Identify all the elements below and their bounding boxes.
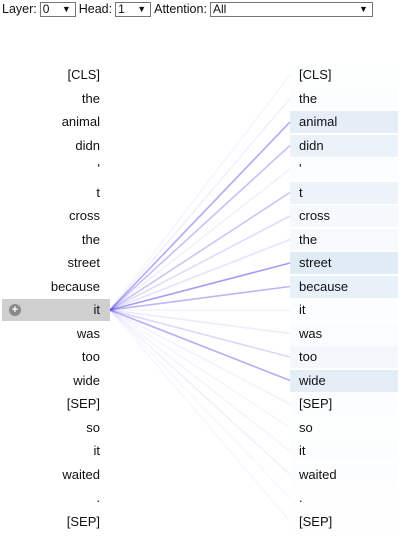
- left-token[interactable]: wide: [73, 372, 100, 388]
- left-token[interactable]: street: [67, 255, 100, 270]
- left-token[interactable]: too: [81, 349, 100, 364]
- left-token[interactable]: t: [96, 184, 100, 200]
- left-token[interactable]: [SEP]: [66, 513, 100, 529]
- head-select[interactable]: 1 ▼: [115, 1, 152, 17]
- left-token[interactable]: it: [93, 443, 101, 458]
- right-token[interactable]: was: [290, 323, 398, 345]
- right-token[interactable]: didn: [290, 134, 398, 157]
- right-token[interactable]: street: [290, 252, 398, 274]
- right-token[interactable]: it: [299, 443, 306, 458]
- expand-icon[interactable]: +: [9, 304, 21, 316]
- layer-select-value: 0: [42, 2, 50, 16]
- attention-line: [109, 238, 291, 311]
- attention-select-value: All: [212, 2, 227, 16]
- left-token[interactable]: [SEP]: [66, 396, 100, 411]
- right-token[interactable]: too: [290, 346, 398, 368]
- right-token[interactable]: [CLS]: [299, 67, 332, 82]
- left-token[interactable]: cross: [68, 208, 100, 223]
- left-token[interactable]: was: [76, 325, 100, 341]
- right-token[interactable]: so: [299, 419, 313, 435]
- right-token[interactable]: [SEP]: [299, 396, 333, 411]
- left-token[interactable]: waited: [62, 466, 100, 482]
- attention-line: [109, 97, 291, 311]
- left-token[interactable]: didn: [75, 137, 100, 153]
- attention-line: [109, 309, 291, 358]
- right-token[interactable]: the: [290, 228, 398, 251]
- attention-line: [109, 309, 291, 452]
- attention-line: [109, 215, 291, 311]
- right-token[interactable]: it: [299, 302, 306, 317]
- attention-line: [109, 309, 291, 335]
- left-token[interactable]: [CLS]: [67, 67, 100, 82]
- right-token[interactable]: animal: [290, 111, 398, 133]
- left-token[interactable]: the: [81, 90, 100, 106]
- left-token-selected[interactable]: it+: [2, 299, 110, 321]
- attention-line: [109, 309, 291, 523]
- attention-label: Attention:: [154, 2, 207, 16]
- attention-line: [109, 144, 291, 311]
- attention-line: [109, 121, 291, 311]
- right-token[interactable]: t: [290, 181, 398, 204]
- left-token[interactable]: the: [81, 231, 100, 247]
- left-token[interactable]: .: [96, 490, 100, 505]
- right-token[interactable]: cross: [290, 205, 398, 227]
- controls-bar: Layer: 0 ▼ Head: 1 ▼ Attention: All ▼: [2, 0, 376, 18]
- right-token[interactable]: ': [299, 161, 302, 176]
- attention-line: [109, 168, 291, 311]
- left-token[interactable]: so: [86, 419, 100, 435]
- right-token[interactable]: the: [299, 90, 318, 106]
- right-token[interactable]: wide: [290, 369, 398, 392]
- right-token[interactable]: [SEP]: [299, 513, 333, 529]
- left-token[interactable]: ': [97, 161, 100, 176]
- chevron-down-icon: ▼: [359, 3, 368, 14]
- attention-line: [109, 191, 291, 311]
- right-token[interactable]: .: [299, 490, 303, 505]
- head-label: Head:: [78, 2, 113, 16]
- attention-line: [109, 285, 291, 311]
- attention-line: [109, 309, 291, 476]
- attention-line: [109, 309, 291, 405]
- chevron-down-icon: ▼: [61, 3, 71, 14]
- layer-label: Layer:: [2, 2, 37, 16]
- head-select-value: 1: [118, 2, 125, 16]
- right-token[interactable]: because: [290, 275, 398, 298]
- layer-select[interactable]: 0 ▼: [39, 1, 76, 17]
- attention-select[interactable]: All ▼: [209, 1, 373, 17]
- attention-line: [109, 262, 291, 311]
- chevron-down-icon: ▼: [137, 3, 147, 14]
- attention-line: [109, 309, 291, 429]
- left-token[interactable]: because: [50, 278, 100, 294]
- left-token[interactable]: animal: [61, 114, 100, 129]
- attention-line: [109, 309, 291, 499]
- attention-line: [109, 309, 291, 382]
- attention-line: [109, 74, 291, 311]
- right-token[interactable]: waited: [299, 466, 337, 482]
